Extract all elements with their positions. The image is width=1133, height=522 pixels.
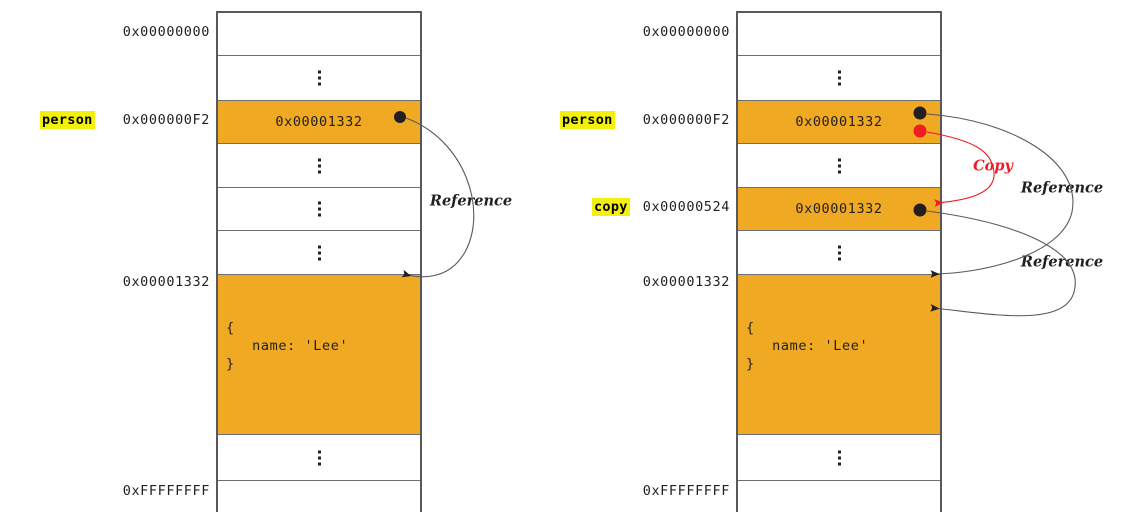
memory-table-left: 0x00001332 { name: 'Lee' } xyxy=(216,11,422,514)
vertical-ellipsis-icon xyxy=(738,245,940,260)
memory-row xyxy=(218,230,420,274)
memory-row xyxy=(218,143,420,187)
memory-row-object: { name: 'Lee' } xyxy=(218,274,420,434)
vertical-ellipsis-icon xyxy=(218,70,420,86)
object-literal-text: { name: 'Lee' } xyxy=(226,320,349,372)
address-label-bottom-right: 0xFFFFFFFF xyxy=(642,483,730,499)
memory-row xyxy=(218,480,420,514)
memory-row xyxy=(738,143,940,187)
vertical-ellipsis-icon xyxy=(218,158,420,173)
address-label-person-left: 0x000000F2 xyxy=(122,112,210,128)
address-label-object-left: 0x00001332 xyxy=(122,274,210,290)
address-label-copy-right: 0x00000524 xyxy=(642,199,730,215)
annotation-reference-2-right: Reference xyxy=(1020,253,1104,271)
annotation-copy-right: Copy xyxy=(973,157,1013,175)
vertical-ellipsis-icon xyxy=(218,245,420,260)
memory-row-person: 0x00001332 xyxy=(738,100,940,143)
memory-row-copy: 0x00001332 xyxy=(738,187,940,230)
variable-label-copy-right: copy xyxy=(592,198,630,216)
vertical-ellipsis-icon xyxy=(218,450,420,465)
address-label-top-left: 0x00000000 xyxy=(122,24,210,40)
annotation-reference-left: Reference xyxy=(429,192,513,210)
cell-value-person: 0x00001332 xyxy=(275,114,363,130)
memory-row xyxy=(218,13,420,55)
memory-row xyxy=(738,480,940,514)
address-label-object-right: 0x00001332 xyxy=(642,274,730,290)
memory-row xyxy=(218,55,420,100)
memory-row xyxy=(218,187,420,230)
vertical-ellipsis-icon xyxy=(738,158,940,173)
variable-label-person-right: person xyxy=(560,111,615,129)
address-label-top-right: 0x00000000 xyxy=(642,24,730,40)
variable-label-person-left: person xyxy=(40,111,95,129)
address-label-person-right: 0x000000F2 xyxy=(642,112,730,128)
object-literal-text: { name: 'Lee' } xyxy=(746,320,869,372)
annotation-reference-1-right: Reference xyxy=(1020,179,1104,197)
address-label-bottom-left: 0xFFFFFFFF xyxy=(122,483,210,499)
cell-value-copy: 0x00001332 xyxy=(795,201,883,217)
vertical-ellipsis-icon xyxy=(738,70,940,86)
memory-row xyxy=(738,434,940,480)
memory-row xyxy=(738,13,940,55)
memory-table-right: 0x00001332 0x00001332 { name: 'Lee' } xyxy=(736,11,942,514)
memory-row xyxy=(738,55,940,100)
vertical-ellipsis-icon xyxy=(218,201,420,217)
memory-row xyxy=(218,434,420,480)
vertical-ellipsis-icon xyxy=(738,450,940,465)
memory-row-object: { name: 'Lee' } xyxy=(738,274,940,434)
memory-row-person: 0x00001332 xyxy=(218,100,420,143)
memory-row xyxy=(738,230,940,274)
cell-value-person: 0x00001332 xyxy=(795,114,883,130)
